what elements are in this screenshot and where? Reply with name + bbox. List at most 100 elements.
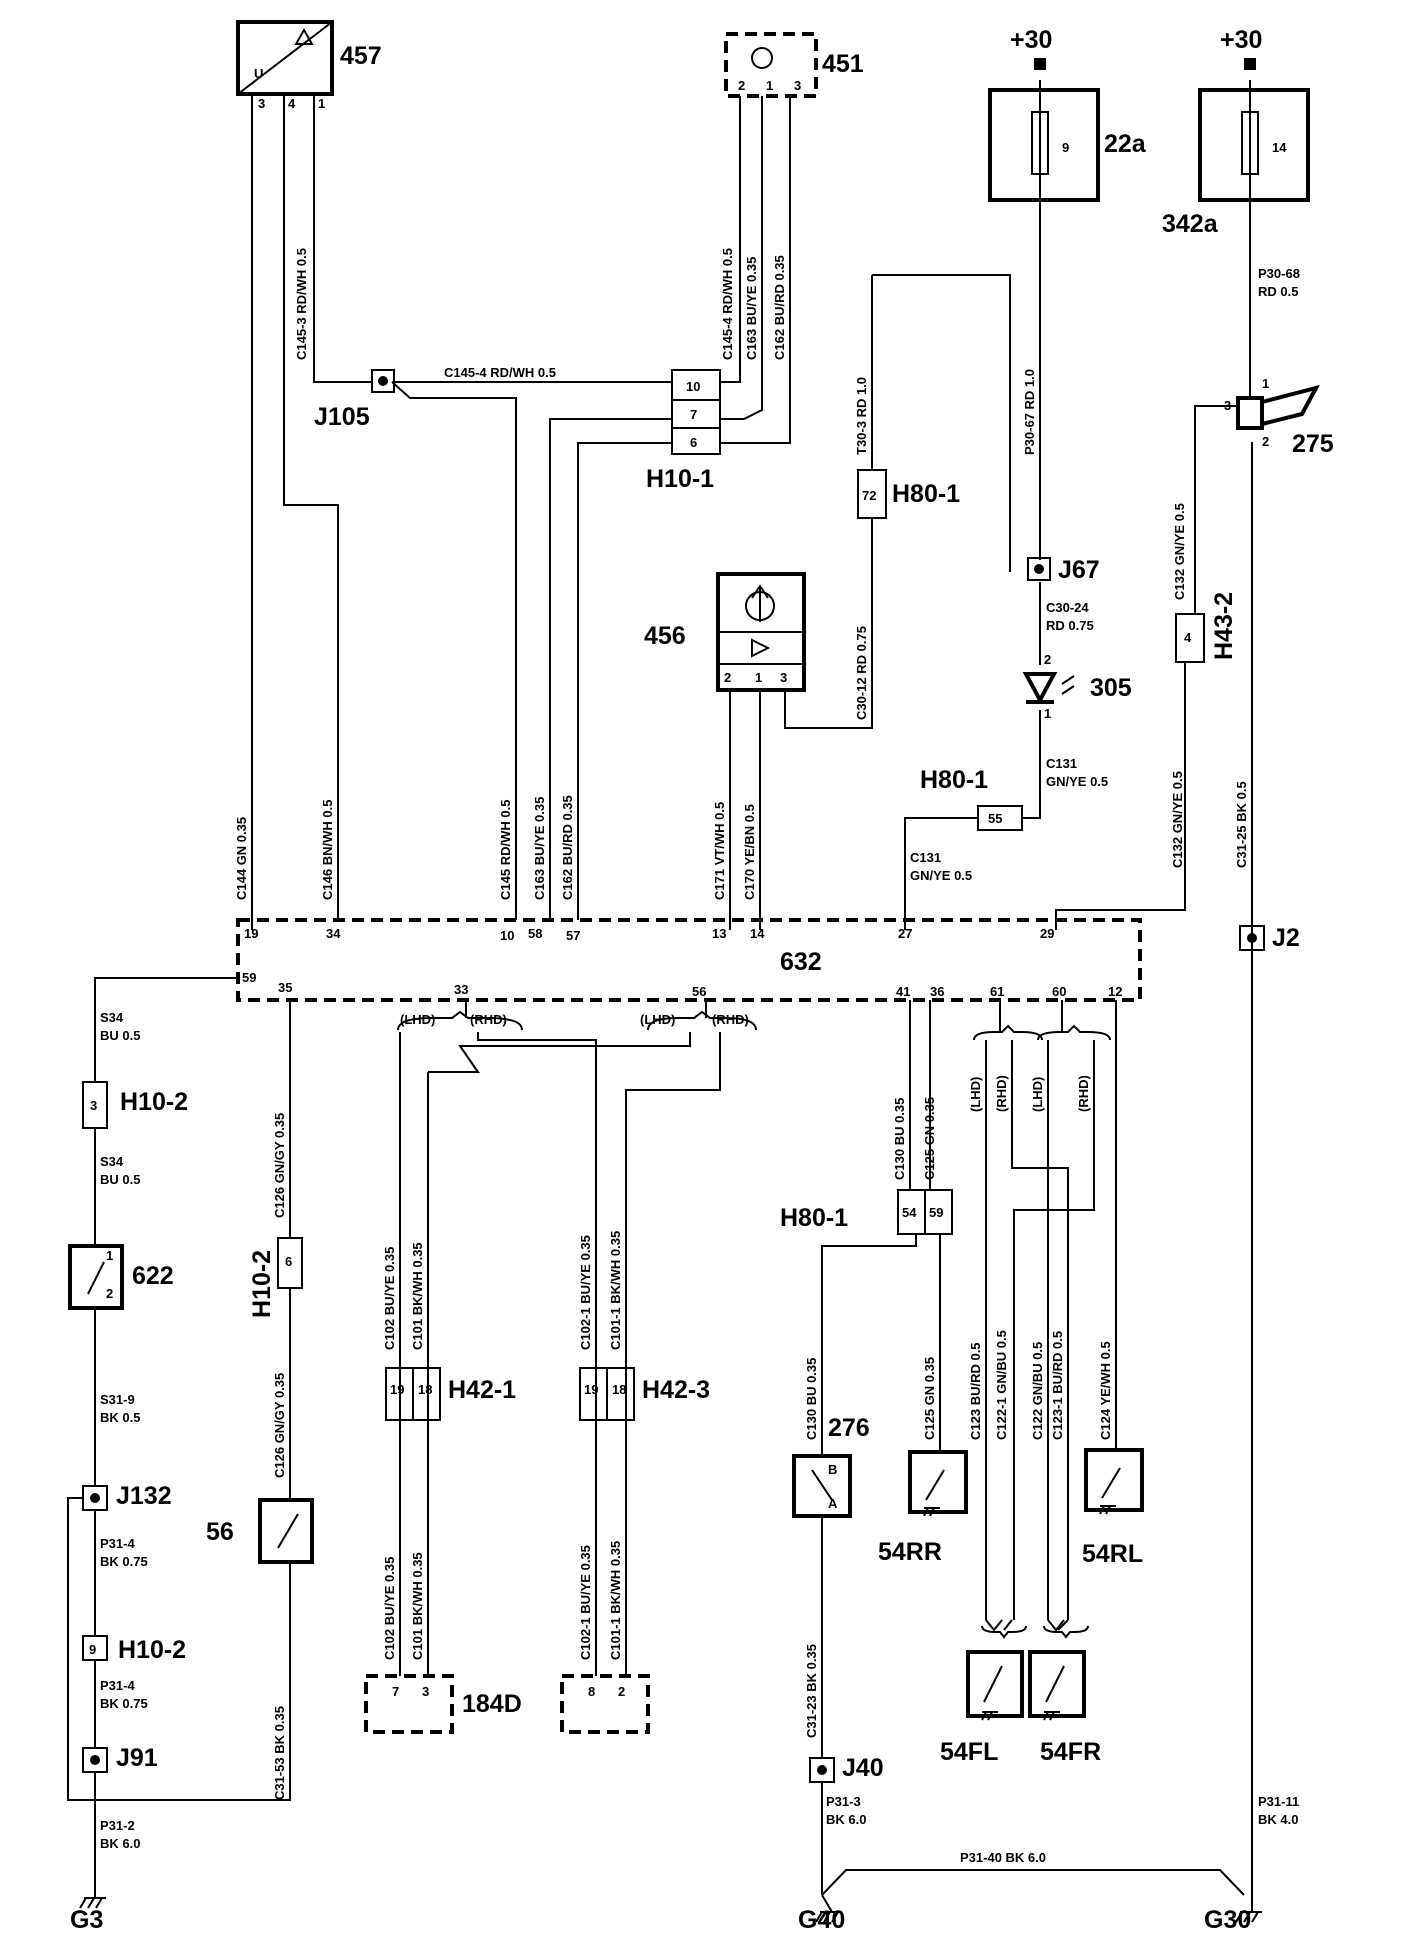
component-451: 2 1 3 451 <box>724 32 864 98</box>
pin-456-2: 2 <box>724 670 731 685</box>
module-632: 632 19 34 10 58 57 13 14 27 29 59 35 33 … <box>236 918 1142 1002</box>
label-456: 456 <box>644 622 686 650</box>
label-h10-2-top: H10-2 <box>120 1088 188 1116</box>
wl-c101-1-up: C101-1 BK/WH 0.35 <box>608 1231 623 1350</box>
pin-632-61: 61 <box>990 984 1004 999</box>
wl-s34a2: BU 0.5 <box>100 1028 140 1043</box>
wl-c145: C145 RD/WH 0.5 <box>498 800 513 900</box>
wire-p31-40 <box>821 1869 1253 1913</box>
label-22a: 22a <box>1104 130 1147 158</box>
wire-c131 <box>1022 710 1041 819</box>
wl-c102-1-up: C102-1 BU/YE 0.35 <box>578 1235 593 1350</box>
pin-622-1: 1 <box>106 1248 113 1263</box>
label-j67: J67 <box>1058 556 1100 584</box>
wl-c122: C122 GN/BU 0.5 <box>1030 1342 1045 1440</box>
wl-p31-4a2: BK 0.75 <box>100 1554 148 1569</box>
label-plus30-right: +30 <box>1220 26 1262 54</box>
wire-c131-b <box>904 817 978 930</box>
wl-s31-9b: BK 0.5 <box>100 1410 140 1425</box>
wl-c101-1-dn: C101-1 BK/WH 0.35 <box>608 1541 623 1660</box>
label-451: 451 <box>822 50 864 78</box>
label-275: 275 <box>1292 430 1334 458</box>
wl-s34b1: S34 <box>100 1154 124 1169</box>
connector-h43-2: 4 H43-2 <box>1175 592 1238 663</box>
wire-rhd-33 <box>428 1032 691 1073</box>
pin-456-1: 1 <box>755 670 762 685</box>
wl-c144: C144 GN 0.35 <box>234 817 249 900</box>
wl-p31-4b2: BK 0.75 <box>100 1696 148 1711</box>
connector-h42-3: 19 18 H42-3 <box>579 1367 710 1421</box>
pin-632-33: 33 <box>454 982 468 997</box>
label-j132: J132 <box>116 1482 172 1510</box>
switch-276: B A 276 <box>792 1414 870 1518</box>
wire-c101-1 <box>625 1032 721 1676</box>
connector-h80-1-72: 72 H80-1 <box>857 469 960 519</box>
label-276: 276 <box>828 1414 870 1442</box>
wire-c162-top <box>720 96 791 444</box>
pin-h10-2-3: 3 <box>90 1098 97 1113</box>
wl-c31-53: C31-53 BK 0.35 <box>272 1706 287 1800</box>
wire-c163 <box>549 418 672 920</box>
wire-c162 <box>577 442 672 920</box>
junction-j2: J2 <box>1239 924 1300 952</box>
wl-s34b2: BU 0.5 <box>100 1172 140 1187</box>
ground-g3: G3 <box>70 1897 106 1934</box>
connector-h42-1: 19 18 H42-1 <box>385 1367 516 1421</box>
switch-54rl: 54RL <box>1082 1448 1144 1568</box>
wl-p31-3b: BK 6.0 <box>826 1812 866 1827</box>
pin-h10-2-9: 9 <box>89 1642 96 1657</box>
wl-c102-1-dn: C102-1 BU/YE 0.35 <box>578 1545 593 1660</box>
pin-h80-59: 59 <box>929 1205 943 1220</box>
wl-c31-25: C31-25 BK 0.5 <box>1234 781 1249 868</box>
wl-p31-4a1: P31-4 <box>100 1536 135 1551</box>
lhd-3: (LHD) <box>968 1077 983 1112</box>
wl-c145-4h: C145-4 RD/WH 0.5 <box>444 365 556 380</box>
rhd-4: (RHD) <box>1076 1075 1091 1112</box>
wl-c124: C124 YE/WH 0.5 <box>1098 1341 1113 1440</box>
label-h42-1: H42-1 <box>448 1376 516 1404</box>
pin-451-2: 2 <box>738 78 745 93</box>
label-56: 56 <box>206 1518 234 1546</box>
pin-632-36: 36 <box>930 984 944 999</box>
pin-451-1: 1 <box>766 78 773 93</box>
pin-632-56: 56 <box>692 984 706 999</box>
wire-labels: C145-3 RD/WH 0.5 C145-4 RD/WH 0.5 C163 B… <box>100 248 1300 1865</box>
pin-276-b: B <box>828 1462 837 1477</box>
pin-632-13: 13 <box>712 926 726 941</box>
label-54fr: 54FR <box>1040 1738 1101 1766</box>
wl-c132-up: C132 GN/YE 0.5 <box>1172 503 1187 600</box>
pin-632-58: 58 <box>528 926 542 941</box>
pin-632-34: 34 <box>326 926 341 941</box>
connector-h10-1: 10 7 6 H10-1 <box>646 369 721 493</box>
wire-c163-top <box>720 96 763 420</box>
pin-h80-72: 72 <box>862 488 876 503</box>
connector-h80-1-55: 55 H80-1 <box>920 766 1023 831</box>
label-54rr: 54RR <box>878 1538 942 1566</box>
connector-h80-1-54-59: 54 59 H80-1 <box>780 1189 953 1235</box>
wire-c145-4-v <box>720 96 741 383</box>
component-184d: 7 3 8 2 184D <box>364 1674 650 1734</box>
wire-c145-3 <box>313 96 372 383</box>
label-h10-2-bottom: H10-2 <box>118 1636 186 1664</box>
wl-c132-dn: C132 GN/YE 0.5 <box>1170 771 1185 868</box>
wl-c171: C171 VT/WH 0.5 <box>712 802 727 900</box>
wl-c130-dn: C130 BU 0.35 <box>804 1358 819 1440</box>
pin-632-12: 12 <box>1108 984 1122 999</box>
component-457: U 3 4 1 457 <box>236 20 382 111</box>
wl-p30-68a: P30-68 <box>1258 266 1300 281</box>
wl-p31-3a: P31-3 <box>826 1794 861 1809</box>
pin-h10-1-7: 7 <box>690 407 697 422</box>
fuse-9: 9 <box>1062 140 1069 155</box>
wl-c131c: C131 <box>910 850 941 865</box>
pin-h43-4: 4 <box>1184 630 1192 645</box>
junction-j91: J91 <box>82 1744 158 1773</box>
wl-c101-dn: C101 BK/WH 0.35 <box>410 1552 425 1660</box>
junction-j67: J67 <box>1027 556 1100 584</box>
wl-c126-dn: C126 GN/GY 0.35 <box>272 1373 287 1478</box>
label-h80-1-top: H80-1 <box>892 480 960 508</box>
pin-305-2: 2 <box>1044 652 1051 667</box>
pin-451-3: 3 <box>794 78 801 93</box>
wl-c30-12: C30-12 RD 0.75 <box>854 626 869 720</box>
label-305: 305 <box>1090 674 1132 702</box>
wire-c132-dn <box>1055 662 1186 930</box>
